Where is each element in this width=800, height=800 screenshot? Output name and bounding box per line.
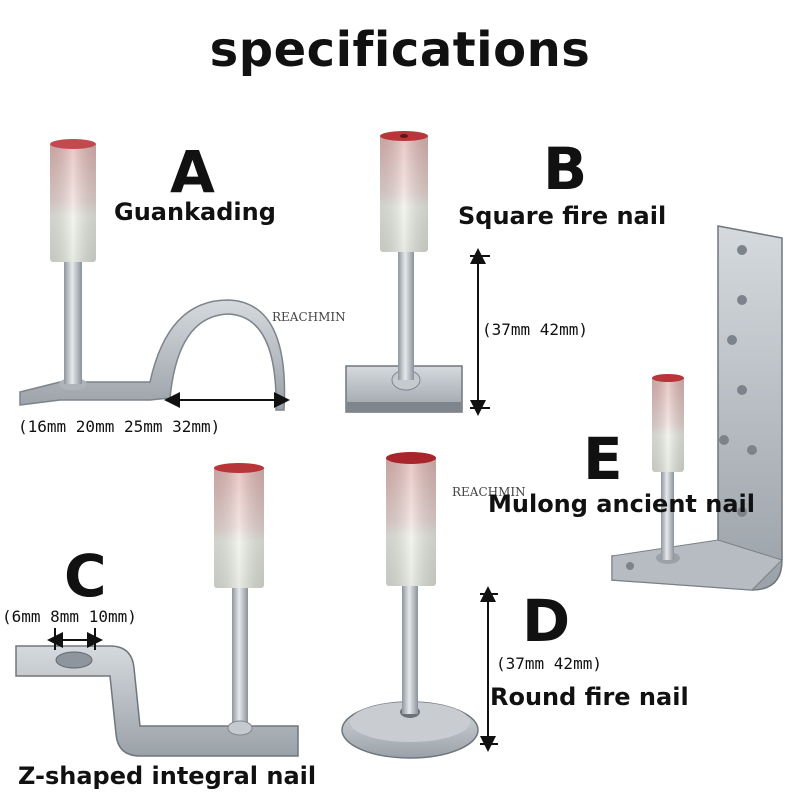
nail-c-letter: C xyxy=(64,542,107,610)
nail-a-name: Guankading xyxy=(114,198,276,226)
nail-d-illustration xyxy=(341,452,479,759)
nail-a-sizes: (16mm 20mm 25mm 32mm) xyxy=(18,417,221,436)
nail-a-illustration xyxy=(19,139,286,411)
page-title: specifications xyxy=(209,22,591,78)
nail-a-letter: A xyxy=(170,138,215,206)
nail-c-sizes: (6mm 8mm 10mm) xyxy=(2,607,137,626)
nail-d-sizes: (37mm 42mm) xyxy=(496,654,602,673)
nail-e-name: Mulong ancient nail xyxy=(488,490,755,518)
dimension-arrows xyxy=(47,248,498,752)
watermark: REACHMIN xyxy=(272,310,346,324)
nail-d-name: Round fire nail xyxy=(490,683,689,711)
nail-b-letter: B xyxy=(543,135,588,203)
nail-c-illustration xyxy=(15,463,299,757)
nail-b-sizes: (37mm 42mm) xyxy=(482,320,588,339)
watermark: REACHMIN xyxy=(452,485,526,499)
nail-e-illustration xyxy=(611,225,783,591)
nail-e-letter: E xyxy=(583,425,623,493)
nail-b-name: Square fire nail xyxy=(458,202,667,230)
nail-d-letter: D xyxy=(522,587,571,655)
nail-c-name: Z-shaped integral nail xyxy=(18,762,317,790)
nail-b-illustration xyxy=(345,131,463,413)
